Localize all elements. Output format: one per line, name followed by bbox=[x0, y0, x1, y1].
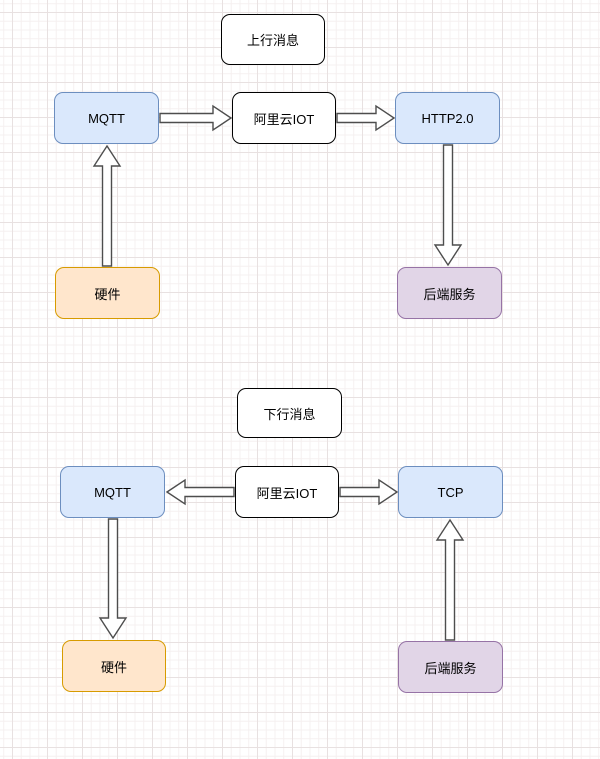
node-uplink-hardware: 硬件 bbox=[55, 267, 160, 319]
edge-downlink-backend-to-tcp-arrow bbox=[435, 518, 465, 641]
node-downlink-aliyun-iot: 阿里云IOT bbox=[235, 466, 339, 518]
downlink-title-box: 下行消息 bbox=[237, 388, 342, 438]
edge-uplink-mqtt-to-aliyun-arrow bbox=[159, 104, 233, 132]
edge-downlink-aliyun-to-mqtt-arrow bbox=[165, 478, 235, 506]
edge-uplink-aliyun-to-http-arrow bbox=[336, 104, 396, 132]
edge-uplink-hardware-to-mqtt-arrow bbox=[92, 144, 122, 267]
node-uplink-mqtt: MQTT bbox=[54, 92, 159, 144]
node-downlink-backend-service: 后端服务 bbox=[398, 641, 503, 693]
edge-downlink-mqtt-to-hardware-arrow bbox=[98, 518, 128, 640]
node-uplink-backend-service: 后端服务 bbox=[397, 267, 502, 319]
edge-uplink-http-to-backend-arrow bbox=[433, 144, 463, 267]
node-downlink-mqtt: MQTT bbox=[60, 466, 165, 518]
uplink-title-box: 上行消息 bbox=[221, 14, 325, 65]
node-uplink-aliyun-iot: 阿里云IOT bbox=[232, 92, 336, 144]
edge-downlink-aliyun-to-tcp-arrow bbox=[339, 478, 399, 506]
node-uplink-http2: HTTP2.0 bbox=[395, 92, 500, 144]
node-downlink-tcp: TCP bbox=[398, 466, 503, 518]
node-downlink-hardware: 硬件 bbox=[62, 640, 166, 692]
